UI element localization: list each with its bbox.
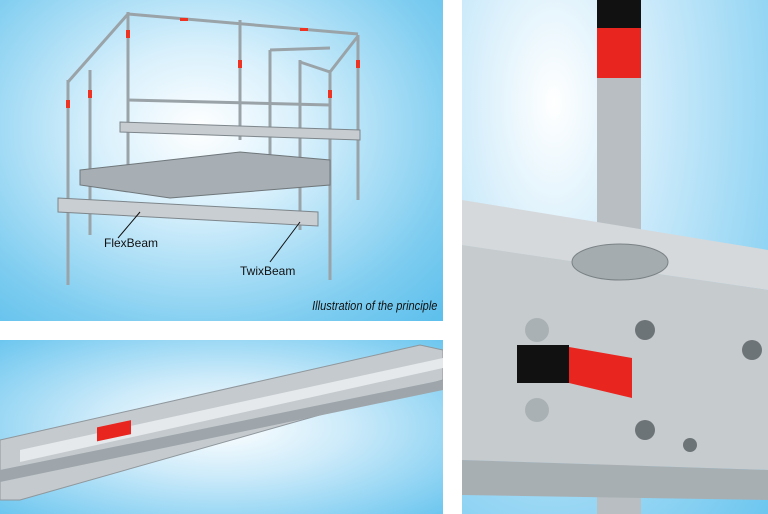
scaffold-drawing — [57, 12, 361, 285]
beam-closeup-drawing — [462, 0, 768, 514]
twin-beam-drawing — [0, 344, 443, 501]
scaffold-illustration-panel: FlexBeam TwixBeam Illustration of the pr… — [0, 0, 443, 321]
flexbeam-label: FlexBeam — [104, 236, 159, 250]
twixbeam-label: TwixBeam — [240, 264, 296, 278]
beam-closeup-panel — [462, 0, 768, 514]
label-black-part — [517, 345, 569, 383]
beam-photo-panel — [0, 340, 443, 514]
product-label — [97, 420, 131, 442]
illustration-caption: Illustration of the principle — [311, 298, 437, 313]
